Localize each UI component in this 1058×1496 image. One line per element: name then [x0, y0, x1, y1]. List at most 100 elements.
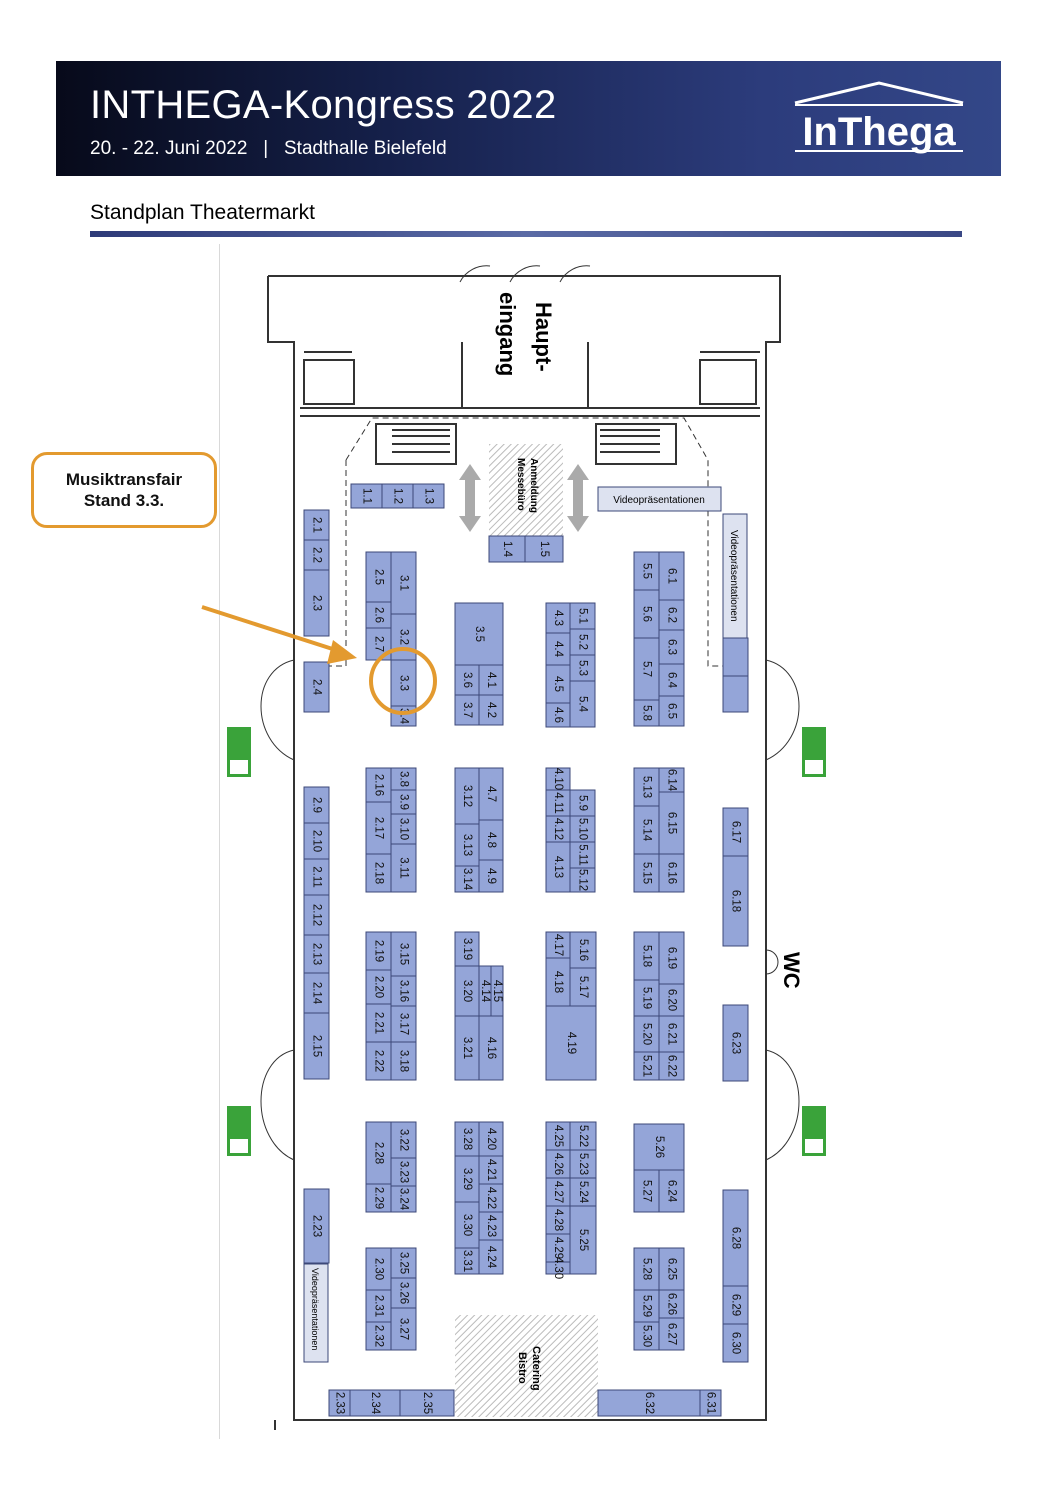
arrow-icon: [201, 605, 357, 664]
stand-label: 2.33: [334, 1392, 346, 1414]
stand-box: [569, 1205, 597, 1275]
stand-2-1: 2.1: [303, 509, 330, 541]
stand-label: 3.3: [398, 675, 410, 691]
stand-label: 6.27: [666, 1323, 678, 1345]
stand-6-25: 6.25: [658, 1247, 685, 1291]
stand-label: 4.8: [485, 832, 497, 848]
stand-5-26: 5.26: [633, 1123, 685, 1171]
stand-box: [658, 983, 685, 1017]
stand-3-2: 3.2: [390, 613, 417, 661]
stand-label: 3.17: [398, 1013, 410, 1035]
event-title: INTHEGA-Kongress 2022: [90, 83, 557, 127]
stand-box: [658, 767, 685, 793]
stand-3-6: 3.6: [454, 664, 480, 696]
logo-house-icon: [794, 81, 964, 152]
stand-label: 3.29: [461, 1168, 473, 1190]
stand-box: [722, 1189, 749, 1287]
stand-box: [569, 789, 596, 817]
stand-2-23: 2.23: [303, 1188, 330, 1264]
stand-box: [412, 483, 445, 509]
stand-box: [569, 1121, 597, 1151]
stand-4-6: 4.6: [545, 702, 571, 728]
stand-box: [390, 931, 417, 977]
stand-5-8: 5.8: [633, 699, 660, 727]
stand-box: [365, 1247, 392, 1291]
stand-2-19: 2.19: [365, 931, 392, 971]
stand-label: 1.4: [501, 541, 513, 558]
stand-3-9: 3.9: [390, 789, 417, 815]
highlight-circle: [369, 647, 437, 715]
stand-box: [478, 1121, 504, 1157]
stand-4-17: 4.17: [545, 931, 571, 959]
stand-box: [478, 1239, 504, 1275]
stand-box: [545, 1205, 571, 1235]
stand-2-15: 2.15: [303, 1012, 330, 1080]
stand-box: [658, 663, 685, 697]
stand-2-20: 2.20: [365, 969, 392, 1005]
stand-4-7: 4.7: [478, 767, 504, 821]
stand-label: 3.19: [461, 938, 473, 960]
stand-box: [454, 767, 480, 825]
stand-2-17: 2.17: [365, 801, 392, 855]
stand-label: 4.27: [552, 1181, 564, 1203]
stand-5-19: 5.19: [633, 979, 660, 1017]
stand-label: 2.7: [373, 636, 385, 652]
stand-6-19: 6.19: [658, 931, 685, 985]
stand-box: [569, 602, 596, 630]
stand-6-21: 6.21: [658, 1015, 685, 1053]
stand-label: 6.3: [666, 639, 678, 655]
stand-label: 6.20: [666, 989, 678, 1011]
stand-box: [545, 789, 571, 817]
stand-label: 4.7: [485, 786, 497, 802]
stand-3-13: 3.13: [454, 823, 480, 867]
stand-3-25: 3.25: [390, 1247, 417, 1279]
stand-label: 5.21: [641, 1055, 653, 1077]
stand-6-27: 6.27: [658, 1317, 685, 1351]
stand-label: 4.9: [485, 868, 497, 884]
stand-4-29: 4.29: [545, 1233, 571, 1263]
stand-box: [454, 1155, 480, 1203]
stand-box: [633, 637, 660, 701]
stand-label: 5.11: [577, 844, 589, 866]
stand-label: 2.9: [311, 797, 323, 813]
stand-label: 2.23: [311, 1215, 323, 1237]
stand-3-19: 3.19: [454, 931, 480, 967]
stand-4-9: 4.9: [478, 859, 504, 893]
stand-label: 4.26: [552, 1153, 564, 1175]
stand-5-15: 5.15: [633, 853, 660, 893]
stand-box: [569, 931, 597, 969]
stand-6-17: 6.17: [722, 807, 749, 857]
stand-6-20: 6.20: [658, 983, 685, 1017]
stand-6-28: 6.28: [722, 1189, 749, 1287]
stand-3-22: 3.22: [390, 1121, 417, 1159]
stand-2-13: 2.13: [303, 934, 330, 974]
stand-label: 3.27: [398, 1318, 410, 1340]
stand-label: 2.16: [373, 774, 385, 796]
stand-box: [303, 569, 330, 637]
stand-label: 4.29: [552, 1237, 564, 1259]
stand-label: 3.21: [461, 1037, 473, 1059]
stand-6-1: 6.1: [658, 551, 685, 601]
stand-4-13: 4.13: [545, 841, 571, 893]
callout-line-2: Stand 3.3.: [83, 491, 165, 510]
stand-box: [569, 815, 596, 843]
stand-label: 2.4: [311, 679, 323, 696]
stand-6-15: 6.15: [658, 791, 685, 855]
stand-5-2: 5.2: [569, 628, 596, 656]
stand-5-13: 5.13: [633, 767, 660, 807]
stand-4-1: 4.1: [478, 664, 504, 696]
stand-label: 6.2: [666, 607, 678, 623]
stand-5-14: 5.14: [633, 805, 660, 855]
stand-2-28: 2.28: [365, 1121, 392, 1185]
stand-box: [658, 1169, 685, 1213]
label-eingang: eingang: [495, 292, 520, 376]
stand-label: 3.15: [398, 943, 410, 965]
stand-label: 5.12: [577, 869, 589, 891]
stand-label: 6.32: [643, 1392, 655, 1414]
stand-label: 2.20: [373, 976, 385, 998]
label-haupt: Haupt-: [531, 302, 556, 372]
stand-label: 5.26: [653, 1136, 665, 1158]
stand-label: 4.10: [552, 768, 564, 790]
stand-4-22: 4.22: [478, 1183, 504, 1213]
stand-label: 2.10: [311, 830, 323, 852]
